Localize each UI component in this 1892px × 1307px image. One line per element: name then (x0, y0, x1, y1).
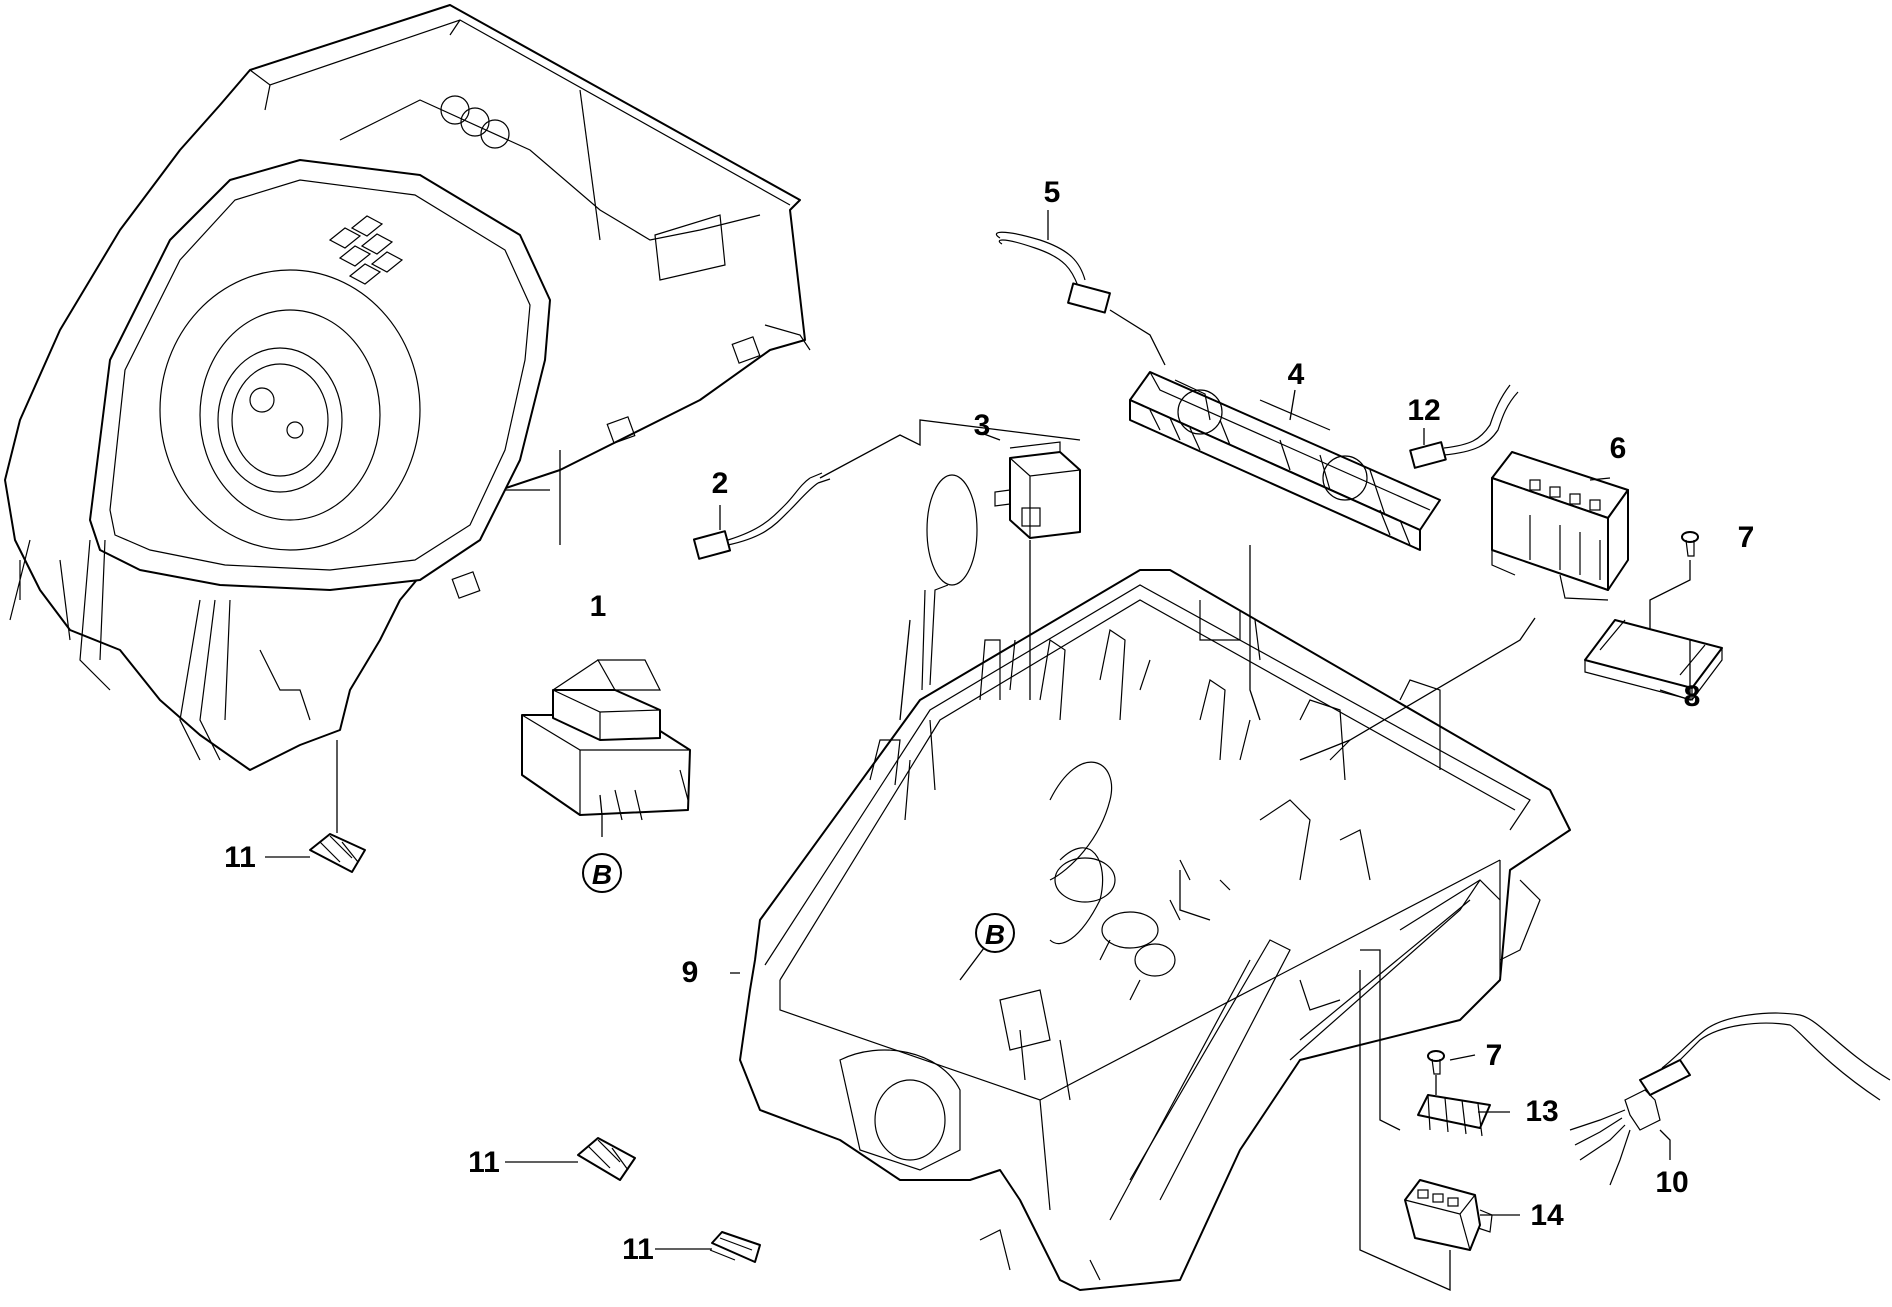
callout-6: 6 (1610, 432, 1627, 465)
callout-5: 5 (1044, 176, 1061, 209)
callout-13: 13 (1525, 1095, 1558, 1128)
callout-4: 4 (1288, 358, 1305, 391)
reference-badge-housing-label: B (985, 919, 1005, 950)
clip-part-11-a (309, 833, 366, 873)
main-housing-part-9 (739, 569, 1571, 1291)
callout-3: 3 (974, 409, 991, 442)
reference-badge-transformer: B (582, 853, 622, 893)
din-rail-part-8 (1584, 619, 1723, 701)
callout-9: 9 (682, 956, 699, 989)
callout-10: 10 (1655, 1166, 1688, 1199)
terminal-strip-part-13 (1417, 1094, 1491, 1137)
cable-part-2 (692, 472, 831, 560)
leader-lines (265, 210, 1691, 1292)
callout-11-middle: 11 (468, 1146, 500, 1179)
reference-badge-transformer-label: B (592, 859, 612, 890)
callout-2: 2 (712, 467, 729, 500)
clip-part-11-c (709, 1231, 761, 1263)
callout-1: 1 (590, 590, 607, 623)
callout-8: 8 (1684, 680, 1701, 713)
callout-7-bottom: 7 (1486, 1039, 1503, 1072)
reference-badge-housing: B (975, 913, 1015, 953)
callout-labels: 1 2 3 4 5 6 7 7 8 9 10 11 11 11 12 13 14 (224, 176, 1754, 1266)
contactor-part-6 (1491, 451, 1629, 601)
screw-part-7-top (1681, 531, 1699, 557)
relay-part-3 (921, 441, 1081, 691)
cable-part-5 (995, 231, 1111, 314)
callout-7-top: 7 (1738, 521, 1755, 554)
top-cover-part (4, 4, 811, 771)
power-cable-part-10 (1569, 1012, 1891, 1186)
callout-14: 14 (1530, 1199, 1564, 1232)
transformer-part (521, 659, 691, 821)
callout-11-top: 11 (224, 841, 256, 874)
callout-12: 12 (1407, 394, 1440, 427)
control-board-part-4 (1129, 371, 1441, 551)
clip-part-11-b (577, 1137, 636, 1181)
callout-11-bottom: 11 (622, 1233, 654, 1266)
cable-part-12 (1409, 384, 1519, 469)
screw-part-7-bottom (1427, 1050, 1445, 1075)
terminal-block-part-14 (1404, 1179, 1493, 1251)
